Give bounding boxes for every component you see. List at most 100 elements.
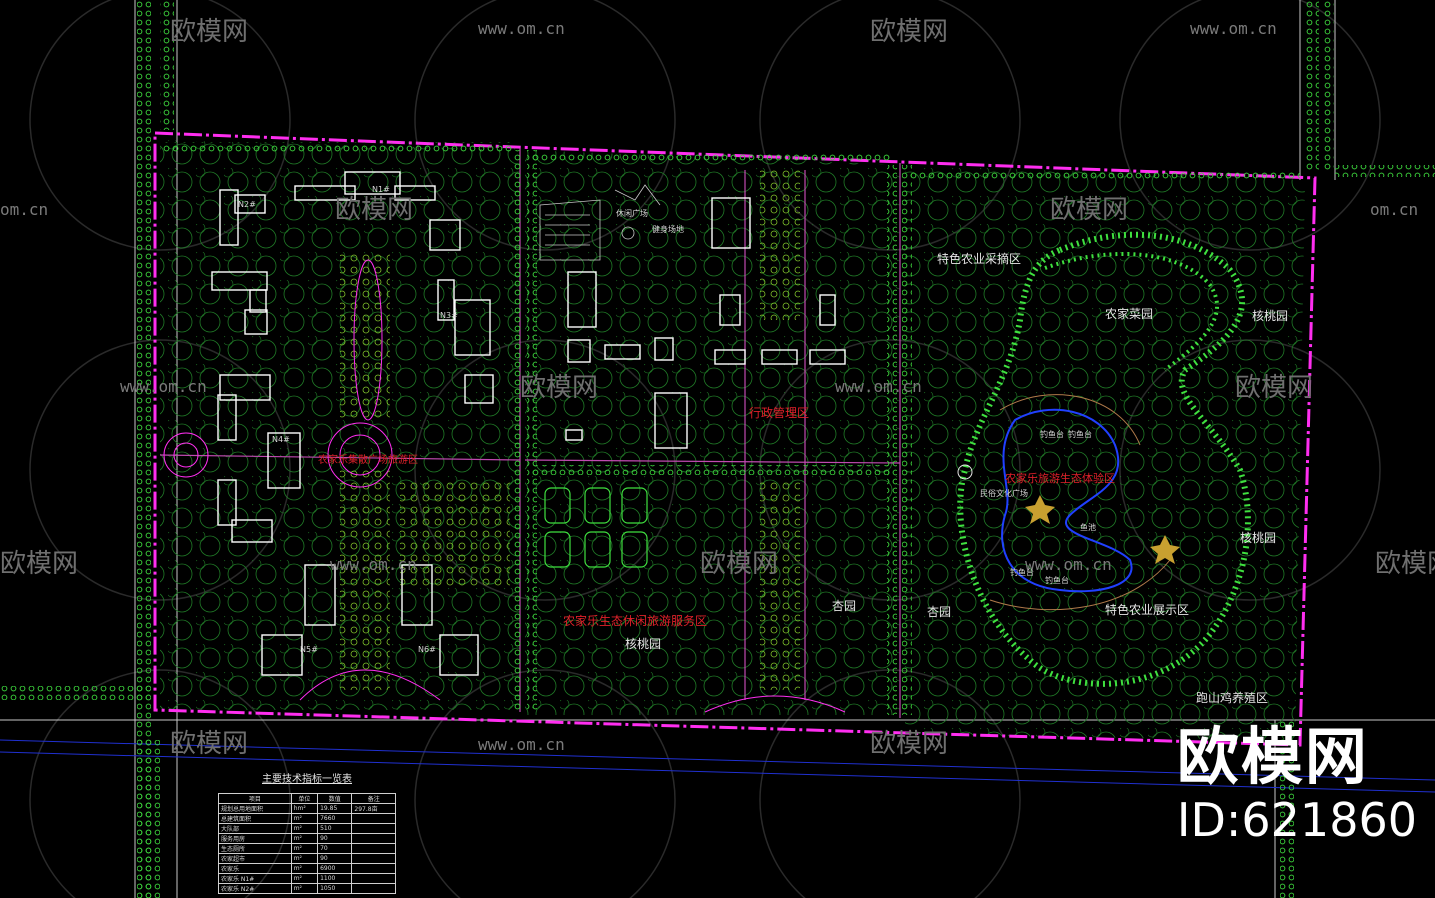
- table-cell: 农家乐: [218, 863, 292, 874]
- table-cell: 生态厕所: [218, 843, 292, 854]
- table-header: 备注: [351, 793, 396, 804]
- table-header-row: 项目 单位 数值 备注: [218, 793, 396, 804]
- watermark-url: www.om.cn: [120, 377, 207, 396]
- table-cell: 1050: [317, 883, 353, 894]
- table-cell: [351, 873, 396, 884]
- table-cell: 19.85: [317, 803, 353, 814]
- table-cell: [351, 833, 396, 844]
- table-cell: 农家超市: [218, 853, 292, 864]
- zone-admin-label: 行政管理区: [749, 405, 809, 420]
- table-cell: m²: [290, 823, 319, 834]
- table-cell: 7660: [317, 813, 353, 824]
- zone-chicken-label: 跑山鸡养殖区: [1196, 690, 1268, 705]
- watermark-text: 欧模网: [1050, 195, 1128, 225]
- watermark-text: 欧模网: [520, 373, 598, 403]
- table-cell: 1100: [317, 873, 353, 884]
- watermark-text: 欧模网: [0, 549, 78, 579]
- table-cell: 90: [317, 853, 353, 864]
- table-cell: [351, 843, 396, 854]
- fishing-label: 钓鱼台: [1010, 567, 1034, 577]
- table-cell: [351, 863, 396, 874]
- watermark-text: 欧模网: [170, 17, 248, 47]
- building-n3-label: N3#: [440, 311, 458, 320]
- zone-labels: 特色农业采摘区 农家菜园 核桃园 核桃园 核桃园 杏园 杏园 特色农业展示区 跑…: [318, 208, 1288, 705]
- table-cell: 农家乐 N2#: [218, 883, 292, 894]
- table-cell: 70: [317, 843, 353, 854]
- zone-walnut-label: 核桃园: [1252, 308, 1288, 323]
- zone-apricot-label: 杏园: [832, 599, 856, 613]
- watermark-text: 欧模网: [700, 549, 778, 579]
- fishing-label: 钓鱼台: [1040, 429, 1064, 439]
- watermark-texts: 欧模网 www.om.cn 欧模网 www.om.cn om.cn 欧模网 欧模…: [0, 17, 1435, 759]
- table-cell: 510: [317, 823, 353, 834]
- building-labels: N1# N2# N3# N4# N5# N6#: [238, 185, 458, 654]
- table-cell: 服务用房: [218, 833, 292, 844]
- orchard-grids: [340, 170, 800, 690]
- table-cell: [351, 823, 396, 834]
- watermark-url: www.om.cn: [330, 555, 417, 574]
- building-n5-label: N5#: [300, 645, 318, 654]
- watermark-text: 欧模网: [870, 17, 948, 47]
- table-cell: [351, 883, 396, 894]
- building-n6-label: N6#: [418, 645, 436, 654]
- zone-walnut-label: 核桃园: [625, 636, 661, 651]
- building-n2-label: N2#: [238, 200, 256, 209]
- eco-area: [957, 231, 1251, 687]
- parking: [544, 487, 648, 568]
- watermark-url: www.om.cn: [1190, 19, 1277, 38]
- building-n4-label: N4#: [272, 435, 290, 444]
- watermark-text: 欧模网: [1375, 549, 1435, 579]
- zone-walnut-label: 核桃园: [1240, 530, 1276, 545]
- table-cell: m²: [290, 863, 319, 874]
- zone-vegetable-label: 农家菜园: [1105, 306, 1153, 321]
- watermark-url: om.cn: [1370, 200, 1418, 219]
- zone-picking-label: 特色农业采摘区: [937, 251, 1021, 266]
- table-cell: 大队部: [218, 823, 292, 834]
- zone-display-label: 特色农业展示区: [1105, 602, 1189, 617]
- table-cell: 297.8亩: [351, 803, 396, 814]
- watermark-text: 欧模网: [335, 195, 413, 225]
- table-cell: 90: [317, 833, 353, 844]
- leisure-plaza: [539, 184, 661, 261]
- table-cell: m²: [290, 853, 319, 864]
- watermark-url: www.om.cn: [478, 19, 565, 38]
- table-cell: m²: [290, 883, 319, 894]
- table-header: 数值: [317, 793, 353, 804]
- table-cell: [351, 853, 396, 864]
- zone-apricot-label: 杏园: [927, 605, 951, 619]
- fishing-label: 钓鱼台: [1068, 429, 1092, 439]
- fishing-label: 钓鱼台: [1045, 575, 1069, 585]
- watermark-text: 欧模网: [1235, 373, 1313, 403]
- table-cell: 农家乐 N1#: [218, 873, 292, 884]
- zone-experience-label: 农家乐旅游生态体验区: [1005, 471, 1115, 485]
- table-cell: 总建筑面积: [218, 813, 292, 824]
- leisure-label: 休闲广场: [616, 208, 648, 218]
- culture-label: 民俗文化广场: [980, 488, 1028, 498]
- table-header: 项目: [218, 793, 292, 804]
- sports-label: 健身场地: [652, 224, 684, 234]
- site-boundary: [153, 131, 1317, 747]
- watermark-text: 欧模网: [870, 729, 948, 759]
- table-cell: m²: [290, 813, 319, 824]
- table-cell: m²: [290, 873, 319, 884]
- internal-tree-rows: [160, 142, 1300, 715]
- table-cell: hm²: [290, 803, 319, 814]
- brand-name: 欧模网: [1176, 720, 1369, 793]
- table-cell: m²: [290, 833, 319, 844]
- table-cell: m²: [290, 843, 319, 854]
- watermark-text: 欧模网: [170, 729, 248, 759]
- zone-service-label: 农家乐生态休闲旅游服务区: [563, 613, 707, 628]
- plazas: [163, 259, 846, 713]
- watermark-url: www.om.cn: [835, 377, 922, 396]
